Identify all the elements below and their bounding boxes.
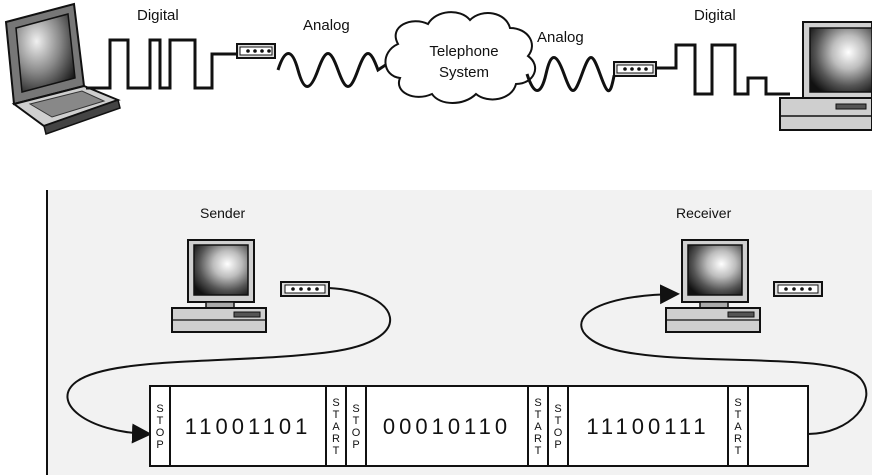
receiver-computer-icon bbox=[665, 239, 761, 333]
frame-data-bits: 11001101 bbox=[185, 414, 312, 439]
analog-signal-left bbox=[276, 52, 391, 88]
modem-left-icon bbox=[236, 43, 276, 59]
receiver-modem-icon bbox=[773, 281, 823, 297]
receiver-label: Receiver bbox=[676, 205, 732, 221]
frame-border bbox=[149, 385, 809, 467]
label-analog-right: Analog bbox=[537, 29, 584, 46]
laptop-icon bbox=[4, 2, 121, 135]
desktop-computer-right-icon bbox=[779, 21, 872, 131]
cloud-label-line1: Telephone bbox=[429, 43, 498, 60]
sender-label: Sender bbox=[200, 205, 245, 221]
label-digital-left: Digital bbox=[137, 7, 179, 24]
frame-marker-cell bbox=[149, 385, 171, 467]
receiver-connection-line bbox=[580, 284, 868, 435]
frame-data-bits: 00010110 bbox=[383, 414, 511, 439]
modem-right-icon bbox=[613, 61, 657, 77]
digital-signal-left bbox=[86, 38, 237, 90]
sender-connection-line bbox=[66, 287, 392, 444]
cloud-label-line2: System bbox=[439, 64, 489, 81]
frame-marker-cell bbox=[345, 385, 367, 467]
telephone-system-cloud-icon bbox=[384, 11, 537, 104]
frame-data-bits: 11100111 bbox=[586, 414, 709, 439]
label-digital-right: Digital bbox=[694, 7, 736, 24]
sender-modem-icon bbox=[280, 281, 330, 297]
sender-computer-icon bbox=[171, 239, 267, 333]
analog-signal-right bbox=[525, 56, 623, 93]
digital-signal-right bbox=[656, 43, 790, 96]
frame-marker-cell bbox=[727, 385, 749, 467]
label-analog-left: Analog bbox=[303, 17, 350, 34]
frame-marker-cell bbox=[547, 385, 569, 467]
